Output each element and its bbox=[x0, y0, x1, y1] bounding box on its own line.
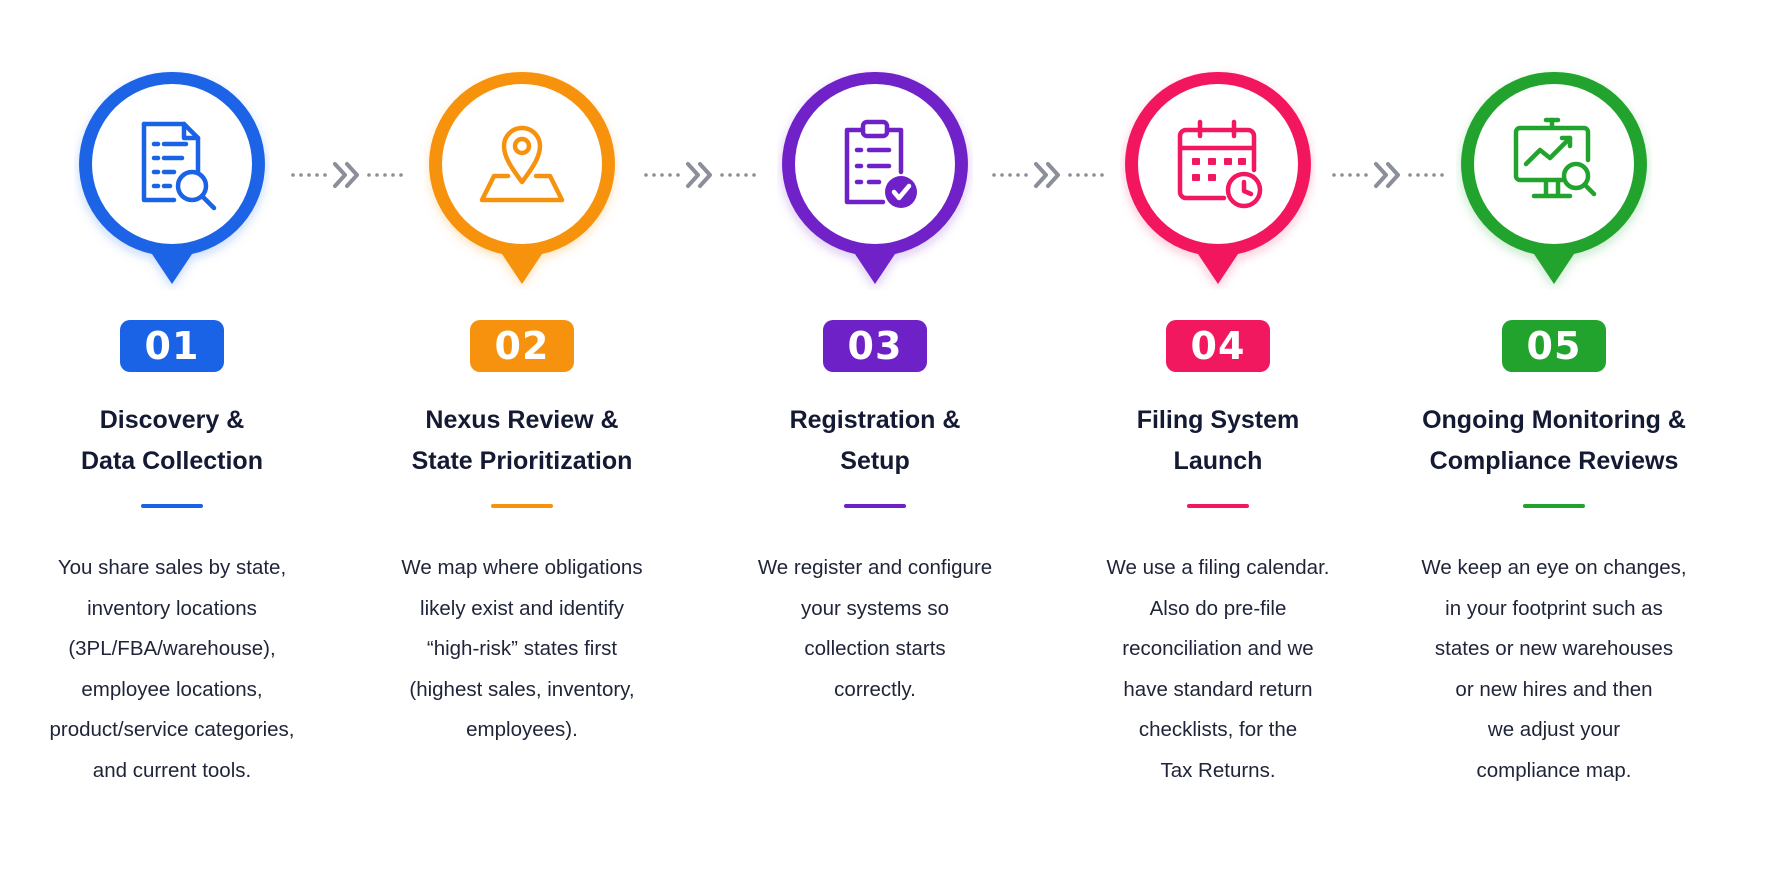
description-line: Also do pre-file bbox=[1149, 596, 1287, 620]
description-line: Tax Returns. bbox=[1160, 758, 1276, 782]
step-title-line: Filing System bbox=[1136, 406, 1300, 434]
description-line: We map where obligations bbox=[401, 556, 643, 579]
step-description: We map where obligations likely exist an… bbox=[362, 548, 682, 751]
description-line: We use a filing calendar. bbox=[1106, 556, 1330, 579]
description-line: product/service categories, bbox=[49, 718, 295, 741]
title-underline bbox=[491, 504, 553, 508]
step-title-line: Compliance Reviews bbox=[1429, 447, 1679, 475]
map-pin-icon bbox=[479, 125, 565, 203]
description-line: We keep an eye on changes, bbox=[1421, 556, 1687, 579]
description-line: checklists, for the bbox=[1138, 718, 1298, 741]
step-2-pin bbox=[424, 66, 620, 290]
title-underline bbox=[141, 504, 203, 508]
clipboard-check-icon bbox=[844, 119, 917, 208]
description-line: in your footprint such as bbox=[1445, 596, 1663, 620]
connector-arrow-3 bbox=[992, 162, 1104, 188]
pin-marker-shape bbox=[1125, 71, 1311, 285]
description-line: correctly. bbox=[834, 677, 916, 701]
description-line: (3PL/FBA/warehouse), bbox=[68, 637, 276, 660]
description-line: your systems so bbox=[800, 596, 950, 620]
step-number-badge: 01 bbox=[120, 320, 224, 372]
step-title: Ongoing Monitoring & Compliance Reviews bbox=[1394, 400, 1714, 482]
description-line: compliance map. bbox=[1476, 758, 1632, 782]
step-title-line: Setup bbox=[840, 447, 910, 475]
description-line: inventory locations bbox=[87, 596, 257, 620]
step-title-line: State Prioritization bbox=[411, 447, 633, 475]
step-title-line: Nexus Review & bbox=[425, 406, 619, 434]
description-line: collection starts bbox=[804, 637, 946, 660]
description-line: likely exist and identify bbox=[420, 596, 624, 620]
step-title: Discovery & Data Collection bbox=[12, 400, 332, 482]
description-line: employees). bbox=[466, 718, 578, 741]
step-number-badge: 03 bbox=[823, 320, 927, 372]
description-line: You share sales by state, bbox=[57, 556, 287, 579]
pin-marker-shape bbox=[429, 71, 615, 285]
description-line: “high-risk” states first bbox=[426, 637, 618, 660]
step-number-badge: 02 bbox=[470, 320, 574, 372]
step-5-pin bbox=[1456, 66, 1652, 290]
step-4: 04 Filing System Launch We use a filing … bbox=[1058, 0, 1378, 887]
description-line: We register and configure bbox=[757, 556, 993, 579]
step-description: We use a filing calendar. Also do pre-fi… bbox=[1058, 548, 1378, 791]
pin-marker-shape bbox=[782, 71, 968, 285]
pin-marker-shape bbox=[1461, 71, 1647, 285]
step-4-pin bbox=[1120, 66, 1316, 290]
title-underline bbox=[844, 504, 906, 508]
description-line: states or new warehouses bbox=[1434, 637, 1674, 660]
description-line: employee locations, bbox=[81, 677, 263, 701]
step-number-badge: 04 bbox=[1166, 320, 1270, 372]
step-1: 01 Discovery & Data Collection You share… bbox=[12, 0, 332, 887]
step-3-pin bbox=[777, 66, 973, 290]
title-underline bbox=[1523, 504, 1585, 508]
step-5: 05 Ongoing Monitoring & Compliance Revie… bbox=[1394, 0, 1714, 887]
step-title-line: Registration & bbox=[789, 406, 961, 434]
step-title-line: Launch bbox=[1173, 447, 1263, 475]
step-description: You share sales by state, inventory loca… bbox=[12, 548, 332, 791]
step-number-badge: 05 bbox=[1502, 320, 1606, 372]
description-line: or new hires and then bbox=[1455, 677, 1653, 701]
step-title-line: Discovery & bbox=[99, 406, 245, 434]
title-underline bbox=[1187, 504, 1249, 508]
description-line: have standard return bbox=[1123, 677, 1313, 701]
step-3: 03 Registration & Setup We register and … bbox=[715, 0, 1035, 887]
step-description: We keep an eye on changes, in your footp… bbox=[1394, 548, 1714, 791]
description-line: reconciliation and we bbox=[1122, 637, 1314, 660]
connector-arrow-2 bbox=[644, 162, 756, 188]
description-line: we adjust your bbox=[1487, 718, 1621, 741]
step-title-line: Ongoing Monitoring & bbox=[1422, 406, 1686, 434]
step-title: Nexus Review & State Prioritization bbox=[362, 400, 682, 482]
step-1-pin bbox=[74, 66, 270, 290]
calendar-clock-icon bbox=[1177, 119, 1263, 209]
connector-arrow-4 bbox=[1332, 162, 1444, 188]
step-title: Registration & Setup bbox=[715, 400, 1035, 482]
step-2: 02 Nexus Review & State Prioritization W… bbox=[362, 0, 682, 887]
description-line: and current tools. bbox=[92, 758, 252, 782]
monitor-analytics-icon bbox=[1513, 117, 1597, 199]
document-search-icon bbox=[141, 121, 217, 211]
connector-arrow-1 bbox=[291, 162, 403, 188]
step-title: Filing System Launch bbox=[1058, 400, 1378, 482]
description-line: (highest sales, inventory, bbox=[409, 677, 635, 701]
step-description: We register and configure your systems s… bbox=[715, 548, 1035, 710]
step-title-line: Data Collection bbox=[81, 447, 263, 475]
